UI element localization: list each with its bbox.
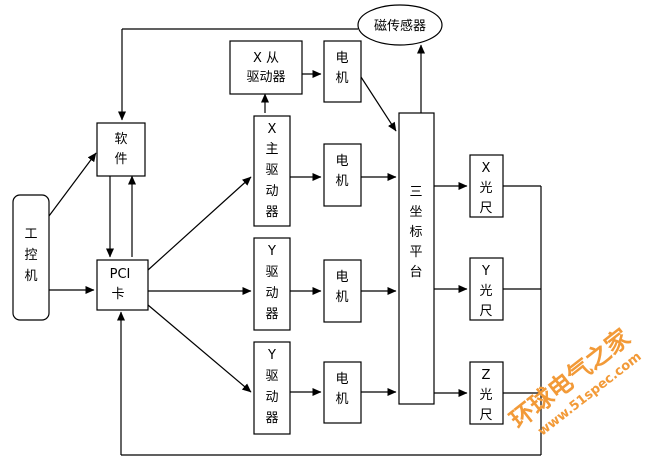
z-scale-label-1: Z bbox=[482, 368, 491, 383]
y-driver-2-label-2: 驱 bbox=[265, 369, 278, 384]
y-driver-1-label-4: 器 bbox=[265, 307, 278, 322]
y-driver-2-label-4: 器 bbox=[265, 411, 278, 426]
x-slave-label-line-2: 驱动器 bbox=[246, 70, 285, 85]
y-scale-label-3: 尺 bbox=[479, 304, 492, 319]
z-scale-label-2: 光 bbox=[479, 388, 492, 403]
motor-2-node: 电 机 bbox=[323, 143, 362, 207]
pci-to-y-driver-2-arrow bbox=[147, 304, 252, 393]
motor-2-label-2: 机 bbox=[335, 174, 348, 189]
ipc-label-1: 工 bbox=[24, 227, 37, 242]
y-driver-2-node: Y 驱 动 器 bbox=[253, 341, 291, 435]
x-master-label-5: 器 bbox=[265, 205, 278, 220]
software-label-1: 软 bbox=[114, 132, 127, 147]
y-scale-label-2: 光 bbox=[479, 284, 492, 299]
motor-4-node: 电 机 bbox=[323, 361, 362, 424]
platform-label-3: 标 bbox=[409, 225, 422, 240]
y-driver-1-label-3: 动 bbox=[265, 286, 278, 301]
industrial-pc-node: 工 控 机 bbox=[12, 194, 50, 321]
pci-label-2: 卡 bbox=[111, 287, 124, 302]
y-driver-2-label-1: Y bbox=[267, 348, 276, 363]
x-scale-label-3: 尺 bbox=[479, 201, 492, 216]
motor-4-label-2: 机 bbox=[335, 392, 348, 407]
ipc-label-2: 控 bbox=[24, 248, 37, 263]
pci-card-node: PCI 卡 bbox=[96, 259, 149, 311]
platform-label-5: 台 bbox=[409, 265, 422, 280]
motor-3-node: 电 机 bbox=[323, 259, 362, 323]
x-master-label-1: X bbox=[268, 122, 277, 137]
y-scale-label-1: Y bbox=[481, 264, 490, 279]
software-node: 软 件 bbox=[96, 122, 146, 177]
x-scale-label-2: 光 bbox=[479, 181, 492, 196]
motor-1-to-platform-arrow bbox=[360, 76, 397, 132]
motor-3-label-2: 机 bbox=[335, 290, 348, 305]
pci-label-1: PCI bbox=[110, 267, 131, 282]
ipc-to-software-arrow bbox=[48, 152, 97, 217]
ipc-label-3: 机 bbox=[24, 269, 37, 284]
motor-4-label-1: 电 bbox=[335, 372, 348, 387]
x-scale-label-1: X bbox=[482, 161, 491, 176]
x-master-label-4: 动 bbox=[265, 184, 278, 199]
y-driver-1-node: Y 驱 动 器 bbox=[253, 237, 291, 331]
pci-to-x-master-arrow bbox=[147, 176, 252, 271]
x-master-driver-node: X 主 驱 动 器 bbox=[253, 115, 291, 227]
motor-2-label-1: 电 bbox=[335, 154, 348, 169]
y-scale-node: Y 光 尺 bbox=[469, 257, 504, 321]
x-master-label-2: 主 bbox=[265, 142, 278, 157]
z-scale-label-3: 尺 bbox=[479, 408, 492, 423]
platform-label-1: 三 bbox=[409, 185, 422, 200]
y-driver-2-label-3: 动 bbox=[265, 390, 278, 405]
y-driver-1-label-2: 驱 bbox=[265, 265, 278, 280]
motor-1-label-1: 电 bbox=[335, 51, 348, 66]
platform-node: 三 坐 标 平 台 bbox=[398, 112, 435, 405]
y-driver-1-label-1: Y bbox=[267, 244, 276, 259]
platform-label-2: 坐 bbox=[409, 205, 422, 220]
motor-1-node: 电 机 bbox=[323, 40, 362, 103]
software-label-2: 件 bbox=[114, 152, 127, 167]
connection-lines bbox=[48, 28, 542, 456]
motor-1-label-2: 机 bbox=[335, 71, 348, 86]
x-scale-node: X 光 尺 bbox=[469, 154, 504, 218]
watermark: 环球电气之家 www.51spec.com bbox=[505, 323, 645, 439]
x-slave-driver-node: X 从 驱动器 bbox=[229, 40, 303, 95]
sensor-label: 磁传感器 bbox=[374, 18, 426, 34]
motor-3-label-1: 电 bbox=[335, 270, 348, 285]
x-slave-label-line-1: X 从 bbox=[253, 51, 279, 66]
z-scale-node: Z 光 尺 bbox=[469, 361, 504, 425]
platform-label-4: 平 bbox=[409, 245, 422, 260]
x-master-label-3: 驱 bbox=[265, 163, 278, 178]
sensor-node: 磁传感器 bbox=[357, 4, 443, 46]
